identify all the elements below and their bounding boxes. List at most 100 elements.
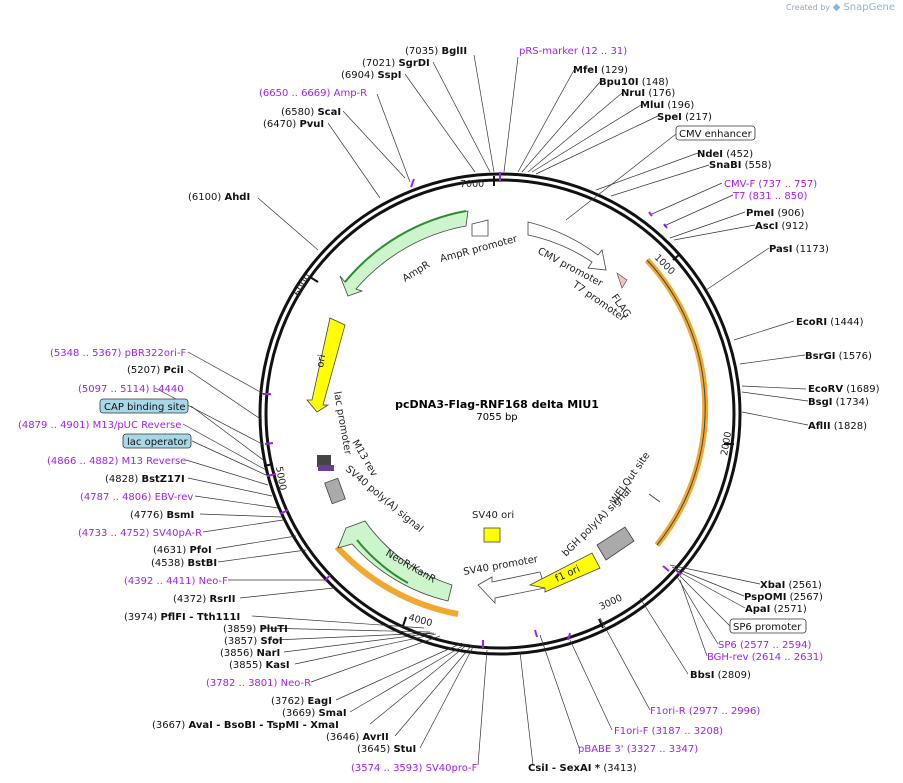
tick-6000: 6000 bbox=[292, 272, 314, 298]
svg-text:(3974) PflFI - Tth111I: (3974) PflFI - Tth111I bbox=[124, 612, 240, 623]
site-name: AflII bbox=[808, 421, 831, 432]
svg-text:SnaBI (558): SnaBI (558) bbox=[709, 160, 772, 171]
site-name: BsmI bbox=[166, 510, 194, 521]
site-pos: (176) bbox=[648, 88, 675, 99]
primer-range: (4787 .. 4806) bbox=[80, 492, 152, 503]
cds-arc-right-line bbox=[646, 259, 706, 546]
svg-text:(5097 .. 5114) L4440: (5097 .. 5114) L4440 bbox=[78, 384, 184, 395]
site-name: PflFI - Tth111I bbox=[160, 612, 240, 623]
site-name: EcoRV bbox=[808, 384, 843, 395]
primer-range: (4879 .. 4901) bbox=[18, 420, 90, 431]
site-pos: (3855) bbox=[229, 660, 262, 671]
site-pos: (3974) bbox=[124, 612, 157, 623]
site-pos: (148) bbox=[642, 77, 669, 88]
primer-ticks bbox=[263, 178, 682, 648]
f1-ori-feature bbox=[528, 552, 601, 593]
site-name: EagI bbox=[307, 696, 331, 707]
primer-name: SP6 bbox=[718, 640, 737, 651]
site-name: AvaI - BsoBI - TspMI - XmaI bbox=[188, 720, 338, 731]
primer-range: (2977 .. 2996) bbox=[689, 706, 761, 717]
svg-text:T7 (831 .. 850): T7 (831 .. 850) bbox=[732, 191, 807, 202]
primer-name: BGH-rev bbox=[707, 652, 749, 663]
primer-name: Amp-R bbox=[334, 88, 368, 99]
snapgene-brand: Created by ◆ SnapGene bbox=[786, 2, 895, 13]
svg-text:AscI (912): AscI (912) bbox=[755, 221, 809, 232]
primer-range: (4392 .. 4411) bbox=[124, 576, 196, 587]
site-name: PciI bbox=[163, 365, 183, 376]
ampr-promoter-arrow bbox=[471, 219, 489, 237]
primer-range: (6650 .. 6669) bbox=[259, 88, 331, 99]
svg-text:F1ori-R (2977 .. 2996): F1ori-R (2977 .. 2996) bbox=[650, 706, 760, 717]
svg-text:BsgI (1734): BsgI (1734) bbox=[808, 397, 869, 408]
ampr-label: AmpR bbox=[401, 259, 432, 284]
svg-text:(3669) SmaI: (3669) SmaI bbox=[282, 708, 347, 719]
tick-7000: 7000 bbox=[460, 179, 484, 190]
primer-range: (4866 .. 4882) bbox=[47, 456, 119, 467]
site-name: EcoRI bbox=[796, 317, 827, 328]
site-pos: (3646) bbox=[326, 732, 359, 743]
site-name: PmeI bbox=[746, 208, 774, 219]
cmv-promoter-arrow bbox=[527, 221, 607, 271]
svg-text:(7035) BglII: (7035) BglII bbox=[405, 46, 467, 57]
primer-name: SV40pA-R bbox=[153, 528, 202, 539]
site-pos: (3857) bbox=[224, 636, 257, 647]
site-name: RsrII bbox=[209, 594, 235, 605]
svg-text:(3645) StuI: (3645) StuI bbox=[357, 744, 416, 755]
site-pos: (558) bbox=[745, 160, 772, 171]
site-pos: (196) bbox=[667, 100, 694, 111]
site-name: SmaI bbox=[318, 708, 346, 719]
lac-operator-box bbox=[122, 433, 192, 449]
svg-text:(5207) PciI: (5207) PciI bbox=[127, 365, 184, 376]
site-name: BstZ17I bbox=[141, 474, 184, 485]
svg-text:(6904) SspI: (6904) SspI bbox=[341, 70, 402, 81]
svg-text:(3782 .. 3801) Neo-R: (3782 .. 3801) Neo-R bbox=[206, 678, 311, 689]
svg-text:(4631) PfoI: (4631) PfoI bbox=[153, 545, 212, 556]
sv40-ori-label: SV40 ori bbox=[472, 510, 514, 521]
site-name: NruI bbox=[621, 88, 645, 99]
flag-marker bbox=[616, 272, 628, 289]
svg-text:BsrGI (1576): BsrGI (1576) bbox=[805, 351, 872, 362]
svg-text:(3857) SfoI: (3857) SfoI bbox=[224, 636, 283, 647]
neo-feature bbox=[337, 520, 453, 602]
plasmid-name: pcDNA3-Flag-RNF168 delta MIU1 bbox=[395, 398, 599, 411]
svg-text:CsiI - SexAI * (3413): CsiI - SexAI * (3413) bbox=[528, 763, 637, 774]
svg-text:MluI (196): MluI (196) bbox=[640, 100, 694, 111]
svg-text:(3856) NarI: (3856) NarI bbox=[220, 648, 280, 659]
tick-3000: 3000 bbox=[598, 593, 625, 613]
site-pos: (6100) bbox=[188, 192, 221, 203]
tick-4000: 4000 bbox=[407, 612, 433, 629]
primer-range: (5348 .. 5367) bbox=[50, 348, 122, 359]
primer-name: M13 Reverse bbox=[122, 456, 187, 467]
welqut-mark bbox=[648, 493, 661, 503]
svg-text:MfeI (129): MfeI (129) bbox=[573, 65, 628, 76]
sp6-promoter-box bbox=[729, 618, 807, 634]
site-name: BstBI bbox=[187, 558, 217, 569]
site-pos: (4776) bbox=[130, 510, 163, 521]
svg-text:(3855) KasI: (3855) KasI bbox=[229, 660, 290, 671]
svg-text:(4372) RsrII: (4372) RsrII bbox=[173, 594, 235, 605]
created-by-text: Created by bbox=[786, 3, 831, 12]
site-pos: (7035) bbox=[405, 46, 438, 57]
site-name: SnaBI bbox=[709, 160, 741, 171]
site-pos: (1173) bbox=[796, 244, 829, 255]
sv40-ori-block bbox=[483, 527, 501, 543]
bgh-polya-block bbox=[596, 526, 635, 561]
svg-text:(4879 .. 4901) M13/pUC Reverse: (4879 .. 4901) M13/pUC Reverse bbox=[18, 420, 181, 431]
snapgene-logo: ◆ SnapGene bbox=[832, 2, 895, 13]
svg-text:pRS-marker (12 .. 31): pRS-marker (12 .. 31) bbox=[519, 46, 627, 57]
site-name: PspOMI bbox=[744, 592, 786, 603]
site-pos: (3645) bbox=[357, 744, 390, 755]
svg-text:(6100) AhdI: (6100) AhdI bbox=[188, 192, 250, 203]
site-name: SpeI bbox=[657, 112, 682, 123]
site-name: StuI bbox=[393, 744, 416, 755]
svg-text:F1ori-F (3187 .. 3208): F1ori-F (3187 .. 3208) bbox=[614, 726, 723, 737]
site-name: NdeI bbox=[697, 149, 723, 160]
lac-operator-block bbox=[317, 455, 331, 467]
sv40-promoter-arrow bbox=[477, 571, 546, 605]
svg-text:BGH-rev (2614 .. 2631): BGH-rev (2614 .. 2631) bbox=[707, 652, 823, 663]
site-pos: (2561) bbox=[789, 580, 822, 591]
primer-range: (2614 .. 2631) bbox=[752, 652, 824, 663]
svg-text:(4776) BsmI: (4776) BsmI bbox=[130, 510, 194, 521]
site-name: BbsI bbox=[690, 670, 714, 681]
tick-marks bbox=[263, 176, 734, 629]
